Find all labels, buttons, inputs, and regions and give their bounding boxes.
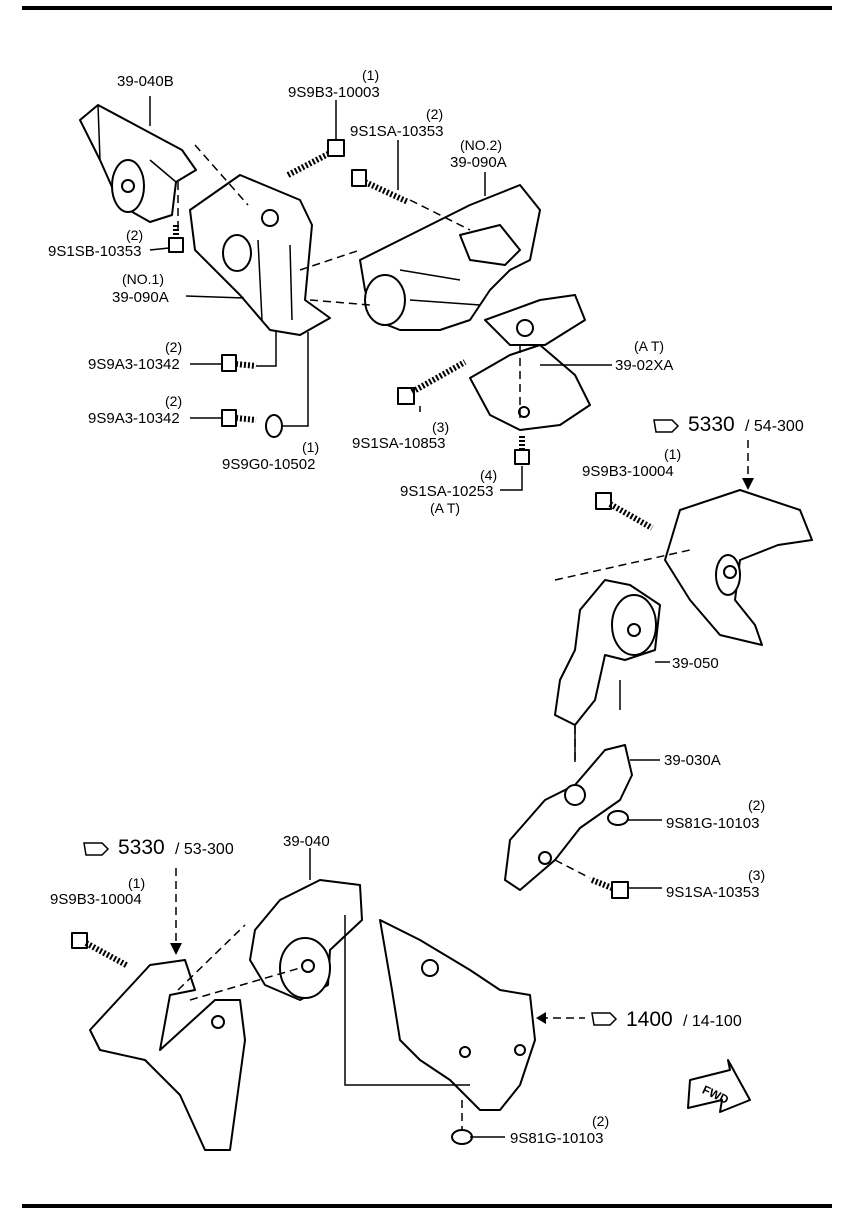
ref-54-300-sub: / 54-300: [745, 418, 804, 435]
label-no1: (NO.1): [122, 271, 164, 287]
label-9S9G0-10502: 9S9G0-10502: [222, 456, 315, 473]
right-leader-lines: [554, 440, 754, 889]
ref-1400-14-100: 1400 / 14-100: [591, 1008, 742, 1031]
upper-leader-lines: [149, 96, 612, 491]
ref-5330-54-300: 5330 / 54-300: [653, 413, 804, 436]
qty-9S1SA-10353-top: (2): [426, 106, 443, 122]
qty-9S1SA-10353-right: (3): [748, 867, 765, 883]
label-9S1SA-10353-right: 9S1SA-10353: [666, 884, 759, 901]
label-39-090A-no1: 39-090A: [112, 289, 169, 306]
qty-9S1SA-10253: (4): [480, 467, 497, 483]
pointing-hand-icon: [653, 419, 680, 433]
label-no2: (NO.2): [460, 137, 502, 153]
label-9S9B3-10003: 9S9B3-10003: [288, 84, 380, 101]
qty-9S9B3-10004-left: (1): [128, 875, 145, 891]
fwd-arrow: FWD: [687, 1059, 751, 1113]
pointing-hand-icon: [591, 1012, 618, 1026]
qty-9S81G-10103-bottom: (2): [592, 1113, 609, 1129]
label-39-040: 39-040: [283, 833, 330, 850]
nut-9S81G-10103-bottom: [451, 1129, 473, 1145]
ref-5330-main: 5330: [688, 413, 735, 436]
qty-9S9A3-10342-a: (2): [165, 339, 182, 355]
bolt-9S9A3-10342-a: [221, 354, 257, 372]
bolt-9S9B3-10004-right: [595, 492, 654, 531]
label-39-090A-no2: 39-090A: [450, 154, 507, 171]
qty-9S9B3-10003: (1): [362, 67, 379, 83]
nut-9S81G-10103-right: [607, 810, 629, 826]
label-9S1SA-10353-top: 9S1SA-10353: [350, 123, 443, 140]
bolt-9S9A3-10342-b: [221, 409, 257, 427]
qty-9S9A3-10342-b: (2): [165, 393, 182, 409]
bolt-9S1SA-10253: [514, 436, 530, 465]
bolt-9S9B3-10003: [286, 139, 345, 178]
bolt-9S1SA-10353-top: [351, 169, 410, 205]
ref-1400-main: 1400: [626, 1008, 673, 1031]
label-at-bottom: (A T): [430, 500, 460, 516]
bolt-9S1SA-10353-right: [590, 877, 629, 899]
part-39-040B-bracket: [79, 104, 197, 223]
ref-53-300-sub: / 53-300: [175, 841, 234, 858]
ref-5330-main: 5330: [118, 836, 165, 859]
ref-14-100-sub: / 14-100: [683, 1013, 742, 1030]
washer-9S9G0-10502: [265, 414, 283, 438]
label-9S81G-10103-right: 9S81G-10103: [666, 815, 759, 832]
label-at-top: (A T): [634, 338, 664, 354]
part-39-050-mount: [554, 579, 661, 762]
label-9S1SB-10353: 9S1SB-10353: [48, 243, 141, 260]
qty-9S1SA-10853: (3): [432, 419, 449, 435]
part-lower-left-bracket: [89, 959, 246, 1151]
label-39-040B: 39-040B: [117, 73, 174, 90]
part-39-040-mount: [249, 879, 363, 1001]
label-39-030A: 39-030A: [664, 752, 721, 769]
lower-leader-lines: [170, 848, 585, 1138]
label-9S9B3-10004-right: 9S9B3-10004: [582, 463, 674, 480]
qty-9S81G-10103-right: (2): [748, 797, 765, 813]
label-9S1SA-10253: 9S1SA-10253: [400, 483, 493, 500]
part-39-02XA-bracket: [469, 344, 591, 431]
bolt-9S9B3-10004-left: [71, 932, 130, 969]
part-39-030A-bracket: [504, 744, 633, 891]
part-39-090A-no2-mount: [359, 184, 586, 346]
part-right-mount-bracket: [664, 489, 813, 646]
label-9S81G-10103-bottom: 9S81G-10103: [510, 1130, 603, 1147]
label-9S9A3-10342-b: 9S9A3-10342: [88, 410, 180, 427]
pointing-hand-icon: [83, 842, 110, 856]
qty-9S9B3-10004-right: (1): [664, 446, 681, 462]
bolt-9S1SB-10353: [168, 225, 184, 253]
label-39-050: 39-050: [672, 655, 719, 672]
bolt-9S1SA-10853: [397, 359, 467, 405]
label-9S9A3-10342-a: 9S9A3-10342: [88, 356, 180, 373]
part-39-090A-no1-bracket: [189, 174, 331, 336]
label-9S1SA-10853: 9S1SA-10853: [352, 435, 445, 452]
label-39-02XA: 39-02XA: [615, 357, 673, 374]
qty-9S9G0-10502: (1): [302, 439, 319, 455]
qty-9S1SB-10353: (2): [126, 227, 143, 243]
ref-5330-53-300: 5330 / 53-300: [83, 836, 234, 859]
label-9S9B3-10004-left: 9S9B3-10004: [50, 891, 142, 908]
part-engine-side-bracket: [379, 919, 536, 1111]
